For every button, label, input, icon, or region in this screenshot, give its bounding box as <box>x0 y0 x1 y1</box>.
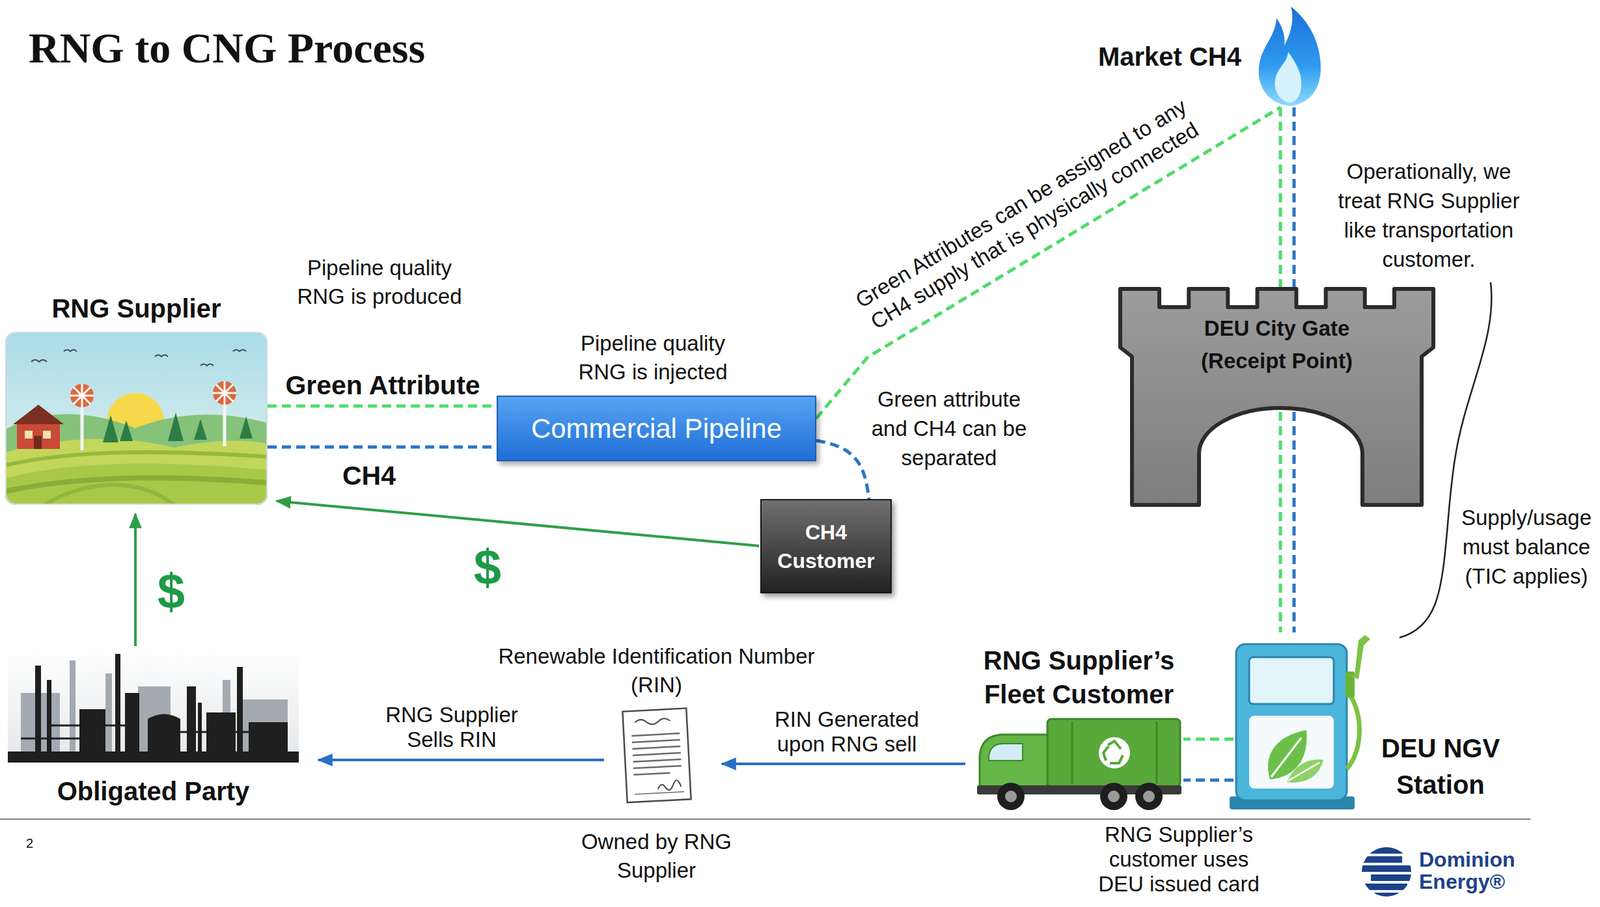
bracket-leader <box>1399 282 1492 638</box>
city-gate-castle-shape <box>1120 289 1434 506</box>
flow-arrow <box>318 758 605 762</box>
edge-label: $ <box>157 565 185 618</box>
box-label: Commercial Pipeline <box>531 412 782 446</box>
dashed-flow-line <box>1279 107 1283 290</box>
text-slot: Owned by RNG Supplier <box>575 827 739 886</box>
city-gate-castle: DEU City Gate (Receipt Point) <box>1120 289 1434 506</box>
logo-mark <box>1361 847 1413 899</box>
label-slot: Pipeline quality RNG is injected <box>561 329 745 387</box>
note-text: Pipeline quality RNG is injected <box>561 329 745 387</box>
node-heading: DEU NGV Station <box>1372 730 1509 804</box>
dashed-flow-line <box>816 440 869 500</box>
edge-label-slot: $ <box>473 541 502 594</box>
node-heading: Obligated Party <box>3 775 304 808</box>
node-heading: RNG Supplier <box>0 292 274 325</box>
edge-label: CH4 <box>342 461 396 491</box>
dashed-flow-line <box>1183 738 1234 742</box>
fleet-truck: RNG Supplier’s Fleet Customer <box>974 714 1184 812</box>
page-title: RNG to CNG Process <box>28 22 426 75</box>
edge-label-slot: RIN Generated upon RNG sell <box>760 707 934 758</box>
edge-label-slot: Green Attributes can be assigned to any … <box>841 87 1214 342</box>
note-text: Pipeline quality RNG is produced <box>288 253 471 312</box>
edge-label-slot: CH4 <box>342 461 396 491</box>
dashed-flow-line <box>267 445 497 450</box>
rng-supplier-illustration: RNG Supplier <box>5 331 268 506</box>
note-text: Supply/usage must balance (TIC applies) <box>1458 503 1595 592</box>
text-slot: RNG Supplier <box>0 292 274 325</box>
text-slot: DEU NGV Station <box>1372 730 1509 804</box>
dashed-flow-line <box>1292 107 1297 290</box>
edge-label-slot: $ <box>157 565 185 618</box>
text-slot: Commercial Pipeline <box>497 397 815 461</box>
edge-label: RNG Supplier Sells RIN <box>376 703 527 753</box>
customer-box: CH4 Customer <box>760 499 892 594</box>
flow-arrow <box>134 514 137 647</box>
dashed-flow-line <box>267 404 497 409</box>
text-slot: CH4 Customer <box>761 500 891 593</box>
label-slot: Green attribute and CH4 can be separated <box>864 384 1034 473</box>
dashed-flow-line <box>1183 779 1234 783</box>
edge-label: $ <box>473 541 502 594</box>
text-slot: Obligated Party <box>3 775 304 808</box>
flame-icon <box>1253 5 1327 108</box>
text-slot: DEU City Gate (Receipt Point) <box>1179 312 1375 378</box>
dashed-flow-line <box>816 107 1281 419</box>
text-slot: RNG Supplier’s Fleet Customer <box>962 643 1197 712</box>
obligated-party-refinery: Obligated Party <box>7 647 299 763</box>
dashed-flow-line <box>1292 412 1297 633</box>
dashed-flow-line <box>1279 412 1283 633</box>
text-slot: Market CH4 <box>1098 41 1242 73</box>
logo-wordmark: Dominion Energy® <box>1419 848 1540 894</box>
ngv-station-pump: DEU NGV Station <box>1224 632 1373 812</box>
edge-label: Green Attributes can be assigned to any … <box>841 87 1214 342</box>
label-slot: Supply/usage must balance (TIC applies) <box>1458 503 1595 592</box>
footer-rule <box>0 818 1531 821</box>
pipeline-box: Commercial Pipeline <box>496 395 817 462</box>
rin-document: Renewable Identification Number (RIN)Own… <box>617 706 696 806</box>
label-slot: 2 <box>26 835 34 852</box>
label-slot: Pipeline quality RNG is produced <box>288 253 471 312</box>
node-heading: Market CH4 <box>1098 41 1242 73</box>
edge-label-slot: Green Attribute <box>285 371 480 400</box>
node-heading: RNG Supplier’s Fleet Customer <box>962 643 1197 712</box>
text-slot: Renewable Identification Number (RIN) <box>484 642 830 700</box>
note-text: Operationally, we treat RNG Supplier lik… <box>1333 156 1526 275</box>
edge-label: RIN Generated upon RNG sell <box>760 707 934 758</box>
edge-label-slot: RNG Supplier Sells RIN <box>376 703 527 753</box>
refinery-illustration <box>7 647 299 763</box>
page-number: 2 <box>26 835 34 852</box>
flow-arrow <box>276 501 759 547</box>
title-slot: RNG to CNG Process <box>28 22 426 75</box>
edge-label: Green Attribute <box>285 371 480 400</box>
label-slot: RNG Supplier’s customer uses DEU issued … <box>1092 822 1266 897</box>
note-text: Green attribute and CH4 can be separated <box>864 384 1034 473</box>
label-slot: Operationally, we treat RNG Supplier lik… <box>1333 156 1526 275</box>
farm-illustration <box>5 331 268 506</box>
note-text: RNG Supplier’s customer uses DEU issued … <box>1092 822 1266 897</box>
connector-group <box>135 107 1295 781</box>
garbage-truck-icon <box>974 714 1184 812</box>
flow-arrow <box>721 762 966 766</box>
node-caption: Owned by RNG Supplier <box>575 827 739 886</box>
label-slot: Dominion Energy® <box>1419 848 1540 894</box>
market-flame: Market CH4 <box>1253 5 1327 108</box>
box-label: CH4 Customer <box>770 518 882 576</box>
node-heading: Renewable Identification Number (RIN) <box>484 642 830 700</box>
rin-document-icon <box>617 706 696 806</box>
fuel-pump-icon <box>1224 632 1373 812</box>
castle-label: DEU City Gate (Receipt Point) <box>1179 312 1375 378</box>
